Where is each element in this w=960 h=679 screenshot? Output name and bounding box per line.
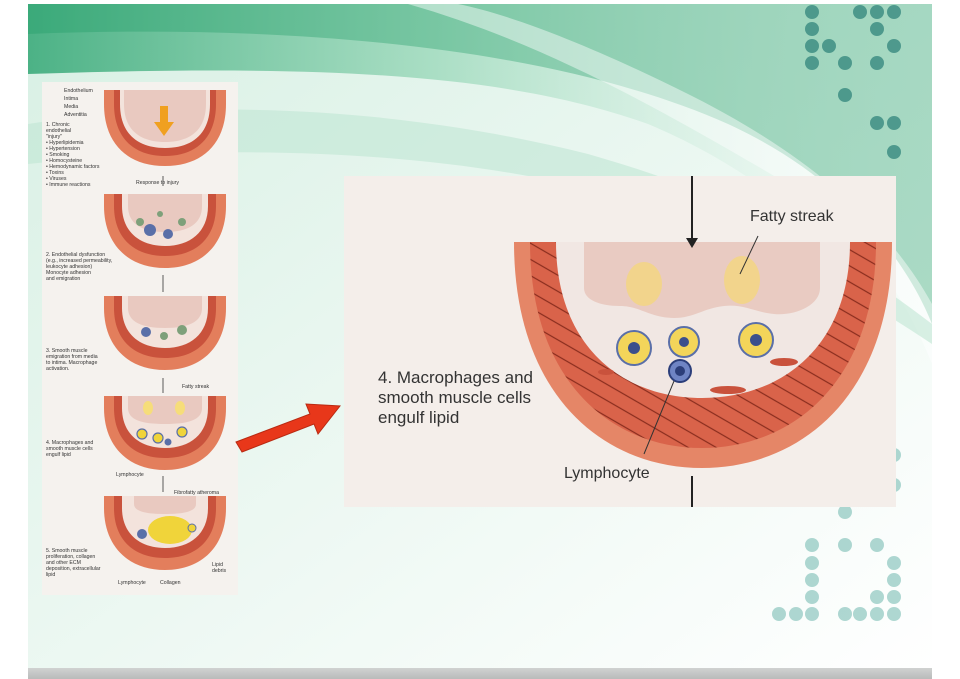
stage-4-zoom-panel: 4. Macrophages and smooth muscle cells e… (344, 176, 896, 507)
stage-1-text: 1. Chronic endothelial "injury" • Hyperl… (46, 122, 100, 188)
label-intima: Intima (64, 96, 79, 102)
lymphocyte-small-label: Lymphocyte (116, 472, 144, 478)
atherosclerosis-stages-panel: Endothelium Intima Media Adventitia 1. C… (42, 82, 238, 595)
stage-3-vessel (104, 296, 226, 370)
stage-4-vessel (104, 396, 226, 470)
label-adventitia: Adventitia (64, 112, 87, 118)
lymphocyte-bottom-label: Lymphocyte (118, 580, 146, 586)
stage-2-vessel (104, 194, 226, 268)
fibrofatty-label: Fibrofatty atheroma (174, 490, 219, 496)
response-label: Response to injury (136, 180, 179, 186)
slide-bottom-bar (28, 668, 932, 679)
label-endothelium: Endothelium (64, 88, 93, 94)
lymphocyte-label: Lymphocyte (564, 465, 650, 482)
stage-4-text: 4. Macrophages and smooth muscle cells e… (46, 440, 94, 458)
fatty-streak-label: Fatty streak (750, 208, 834, 225)
stage-3-text: 3. Smooth muscle emigration from media t… (46, 348, 98, 372)
stage-2-text: 2. Endothelial dysfunction (e.g., increa… (46, 252, 113, 282)
label-media: Media (64, 104, 79, 110)
fatty-streak-small-label: Fatty streak (182, 384, 210, 390)
stages-illustration (104, 90, 226, 570)
zoomed-vessel-illustration (514, 176, 892, 507)
stage-5-vessel (104, 496, 226, 570)
collagen-label: Collagen (160, 580, 181, 586)
lipid-debris-label: Lipid debris (212, 562, 227, 574)
stage-1-vessel (104, 90, 226, 166)
stage-5-text: 5. Smooth muscle proliferation, collagen… (46, 548, 101, 578)
callout-arrow (235, 403, 341, 453)
stage-4-title: 4. Macrophages and smooth muscle cells e… (378, 368, 533, 427)
